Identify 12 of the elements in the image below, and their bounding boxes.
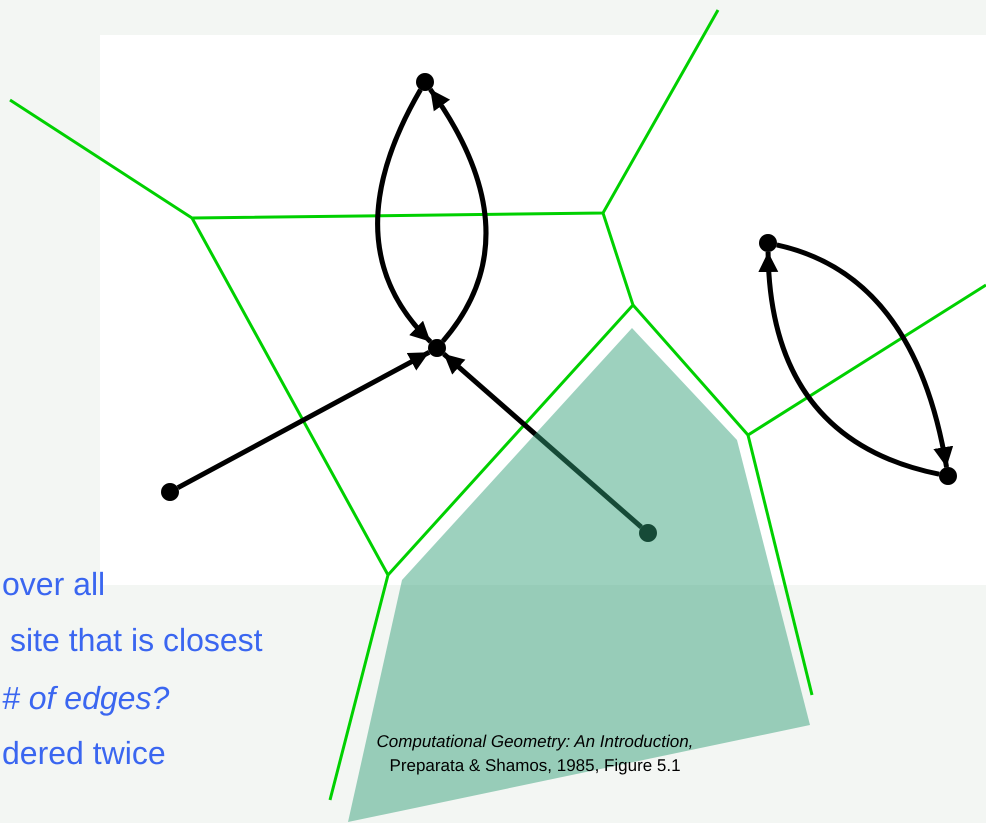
arrow (759, 252, 940, 477)
slide-text: site that is closest (10, 622, 263, 659)
slide-text: over all (2, 566, 106, 603)
arrow (428, 88, 488, 343)
citation-text: Computational Geometry: An Introduction, (376, 732, 694, 752)
citation-text: Preparata & Shamos, 1985, Figure 5.1 (390, 756, 681, 776)
slide-text: dered twice (2, 735, 166, 772)
arrow (375, 88, 432, 344)
slide-text: # of edges? (2, 680, 170, 717)
arrow (442, 352, 643, 529)
arrow (776, 242, 953, 468)
arrow (176, 350, 430, 490)
